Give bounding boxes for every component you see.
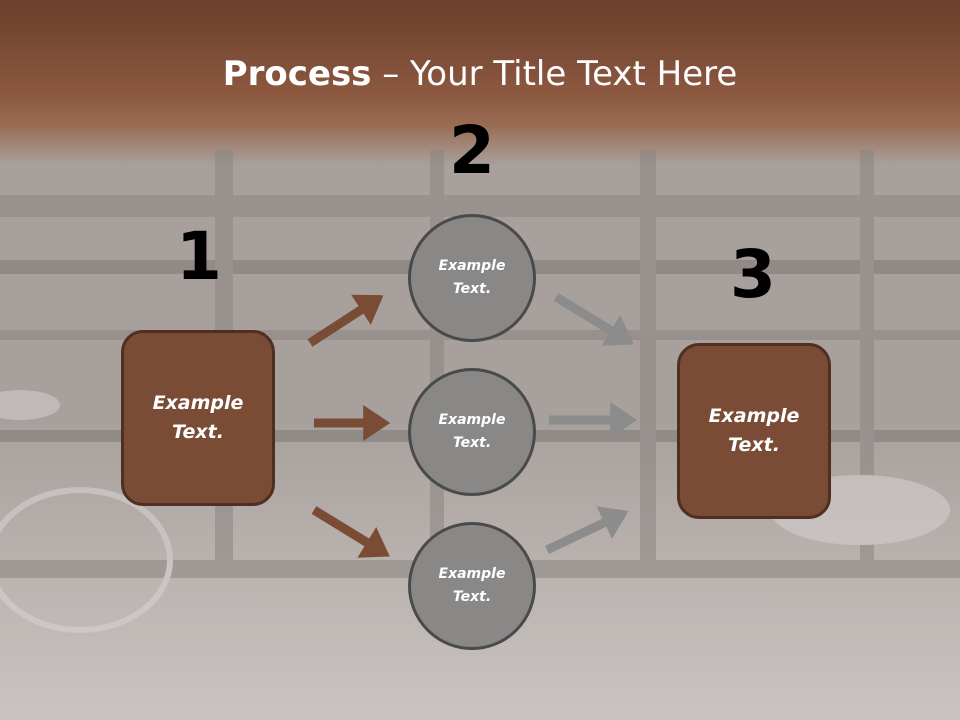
step-number-1: 1 bbox=[176, 218, 222, 295]
step-1-label: Example Text. bbox=[152, 392, 244, 443]
step-number-3: 3 bbox=[730, 236, 776, 313]
step-2-label-middle: Example Text. bbox=[438, 412, 506, 451]
step-2-circle-top: Example Text. bbox=[408, 214, 536, 342]
step-2-label-top: Example Text. bbox=[438, 258, 506, 297]
step-number-2: 2 bbox=[449, 112, 495, 189]
slide-title: Process – Your Title Text Here bbox=[0, 52, 960, 96]
arrow-2a-to-3 bbox=[553, 293, 634, 346]
title-rest: – Your Title Text Here bbox=[371, 54, 738, 94]
arrow-1-to-2a bbox=[307, 294, 384, 347]
title-bold: Process bbox=[222, 54, 372, 94]
step-2-circle-middle: Example Text. bbox=[408, 368, 536, 496]
step-3-label: Example Text. bbox=[708, 405, 800, 456]
step-2-label-bottom: Example Text. bbox=[438, 566, 506, 605]
arrow-2c-to-3 bbox=[545, 506, 629, 555]
arrow-1-to-2c bbox=[311, 506, 390, 558]
step-3-box: Example Text. bbox=[677, 343, 831, 519]
step-1-box: Example Text. bbox=[121, 330, 275, 506]
step-2-circle-bottom: Example Text. bbox=[408, 522, 536, 650]
